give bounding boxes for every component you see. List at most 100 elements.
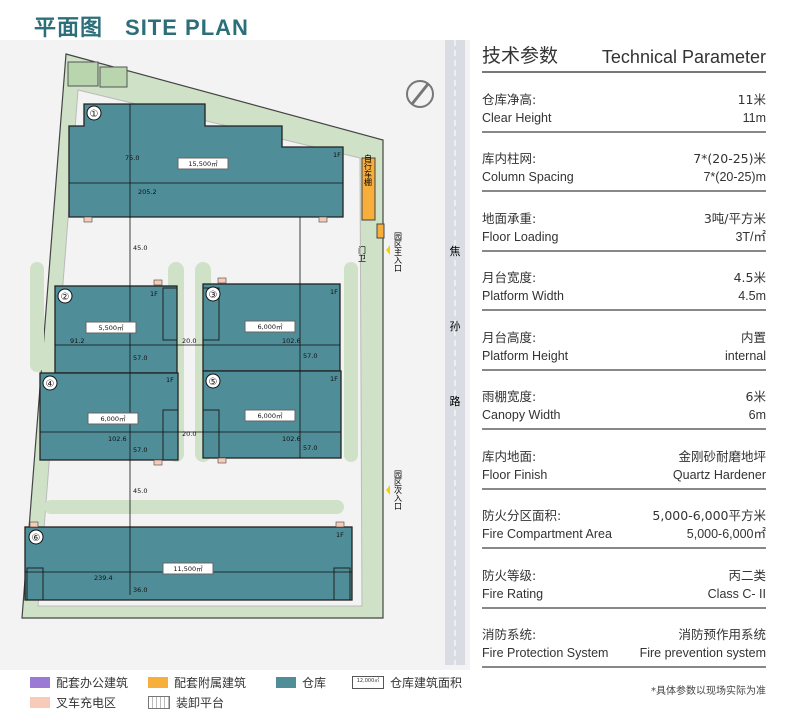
- svg-text:6,000㎡: 6,000㎡: [257, 322, 283, 331]
- svg-text:1F: 1F: [330, 375, 338, 383]
- svg-text:57.0: 57.0: [133, 354, 147, 362]
- spacing-label: 45.0: [133, 244, 147, 252]
- svg-text:路: 路: [450, 395, 461, 408]
- param-value-cn: 4.5米: [733, 270, 766, 285]
- param-value-cn: 内置: [740, 329, 766, 345]
- param-value-cn: 7*(20-25)米: [693, 151, 766, 166]
- svg-text:102.6: 102.6: [108, 435, 127, 443]
- parameter-row: 防火分区面积: 5,000-6,000平方米 Fire Compartment Ar…: [482, 490, 766, 549]
- param-label-en: Floor Finish: [482, 467, 548, 482]
- svg-text:1F: 1F: [150, 290, 158, 298]
- svg-text:③: ③: [209, 290, 218, 301]
- svg-text:91.2: 91.2: [70, 337, 84, 345]
- parameter-row: 月台宽度: 4.5米 Platform Width 4.5m: [482, 252, 766, 311]
- bike-shed-label: 自行车棚: [364, 153, 373, 187]
- svg-text:①: ①: [90, 109, 99, 120]
- param-value-en: 3T/㎡: [735, 229, 766, 244]
- svg-text:1F: 1F: [333, 151, 341, 159]
- param-label-cn: 防火分区面积:: [482, 508, 562, 523]
- param-label-en: Fire Compartment Area: [482, 527, 612, 541]
- building-5: ⑤ 6,000㎡ 1F 102.6 57.0: [205, 373, 338, 452]
- road-name: 焦: [450, 245, 461, 258]
- svg-text:孙: 孙: [450, 320, 461, 333]
- north-arrow-icon: [406, 80, 434, 108]
- parameter-row: 仓库净高: 11米 Clear Height 11m: [482, 73, 766, 133]
- panel-title-en: Technical Parameter: [601, 47, 766, 67]
- svg-text:57.0: 57.0: [133, 446, 147, 454]
- legend-warehouse: 仓库: [276, 674, 326, 691]
- building-2: ② 5,500㎡ 1F 91.2 57.0: [57, 288, 158, 362]
- svg-text:102.6: 102.6: [282, 337, 301, 345]
- svg-text:75.0: 75.0: [125, 154, 139, 162]
- main-gate-label: 园区主入口: [394, 232, 403, 272]
- param-value-cn: 6米: [745, 389, 766, 404]
- svg-text:②: ②: [61, 292, 70, 303]
- param-label-en: Platform Height: [482, 348, 569, 363]
- svg-text:205.2: 205.2: [138, 188, 157, 196]
- param-value-en: Fire prevention system: [639, 646, 766, 660]
- param-label-cn: 防火等级:: [482, 567, 537, 583]
- spacing-label: 45.0: [133, 487, 147, 495]
- param-value-cn: 11米: [737, 91, 766, 107]
- svg-text:15,500㎡: 15,500㎡: [188, 159, 218, 168]
- param-label-en: Fire Rating: [482, 586, 544, 601]
- param-label-en: Floor Loading: [482, 229, 559, 244]
- svg-text:57.0: 57.0: [303, 444, 317, 452]
- svg-text:1F: 1F: [166, 376, 174, 384]
- svg-text:57.0: 57.0: [303, 352, 317, 360]
- param-value-en: 6m: [748, 408, 766, 422]
- guard-label: 门卫: [358, 245, 367, 262]
- panel-title-cn: 技术参数: [482, 45, 559, 67]
- site-plan: 焦 孙 路 自行车棚 园区主入口 门卫 园区次入口: [0, 40, 470, 670]
- svg-text:11,500㎡: 11,500㎡: [173, 564, 203, 573]
- param-label-cn: 地面承重:: [482, 210, 537, 226]
- building-1: ① 15,500㎡ 1F 205.2 75.0: [86, 105, 341, 196]
- param-label-cn: 仓库净高:: [482, 91, 537, 107]
- param-label-en: Fire Protection System: [482, 646, 609, 660]
- param-value-cn: 5,000-6,000平方米: [652, 508, 766, 523]
- param-value-en: Quartz Hardener: [672, 467, 766, 482]
- param-label-en: Canopy Width: [482, 408, 561, 422]
- legend-platform: 装卸平台: [148, 694, 224, 711]
- param-label-cn: 库内柱网:: [482, 151, 537, 166]
- building-6: ⑥ 11,500㎡ 1F 239.4 36.0: [28, 529, 344, 594]
- param-value-en: 7*(20-25)m: [703, 170, 766, 184]
- svg-text:5,500㎡: 5,500㎡: [98, 323, 124, 332]
- legend-office: 配套办公建筑: [30, 674, 128, 691]
- param-label-cn: 消防系统:: [482, 627, 537, 642]
- param-value-en: 11m: [742, 110, 766, 125]
- disclaimer-note: *具体参数以现场实际为准: [651, 686, 766, 697]
- param-value-en: Class C- II: [707, 586, 766, 601]
- param-value-en: 5,000-6,000㎡: [686, 527, 766, 541]
- svg-text:⑥: ⑥: [32, 533, 41, 544]
- param-label-en: Clear Height: [482, 110, 552, 125]
- legend-forklift: 叉车充电区: [30, 694, 116, 711]
- param-value-cn: 丙二类: [728, 567, 766, 583]
- svg-text:1F: 1F: [330, 288, 338, 296]
- legend-ancillary: 配套附属建筑: [148, 674, 246, 691]
- param-label-en: Column Spacing: [482, 170, 574, 184]
- param-label-cn: 雨棚宽度:: [482, 389, 537, 404]
- param-value-cn: 金刚砂耐磨地坪: [678, 448, 766, 464]
- spacing-label: 20.0: [182, 337, 196, 345]
- svg-text:6,000㎡: 6,000㎡: [257, 411, 283, 420]
- svg-text:1F: 1F: [336, 531, 344, 539]
- param-label-cn: 月台高度:: [482, 329, 537, 345]
- param-label-cn: 库内地面:: [482, 448, 537, 464]
- parameter-row: 月台高度: 内置 Platform Height internal: [482, 311, 766, 371]
- building-3: ③ 6,000㎡ 1F 102.6 57.0: [205, 286, 338, 360]
- building-4: ④ 6,000㎡ 1F 102.6 57.0: [42, 375, 174, 454]
- svg-text:④: ④: [46, 379, 55, 390]
- param-value-en: internal: [725, 348, 766, 363]
- param-label-cn: 月台宽度:: [482, 270, 537, 285]
- parameter-row: 库内地面: 金刚砂耐磨地坪 Floor Finish Quartz Hardener: [482, 430, 766, 490]
- technical-parameter-panel: 技术参数 Technical Parameter 仓库净高: 11米 Clear He…: [482, 40, 766, 668]
- svg-text:6,000㎡: 6,000㎡: [100, 414, 126, 423]
- svg-text:⑤: ⑤: [209, 377, 218, 388]
- svg-text:102.6: 102.6: [282, 435, 301, 443]
- param-value-en: 4.5m: [738, 289, 766, 303]
- param-label-en: Platform Width: [482, 289, 564, 303]
- second-gate-label: 园区次入口: [394, 470, 403, 510]
